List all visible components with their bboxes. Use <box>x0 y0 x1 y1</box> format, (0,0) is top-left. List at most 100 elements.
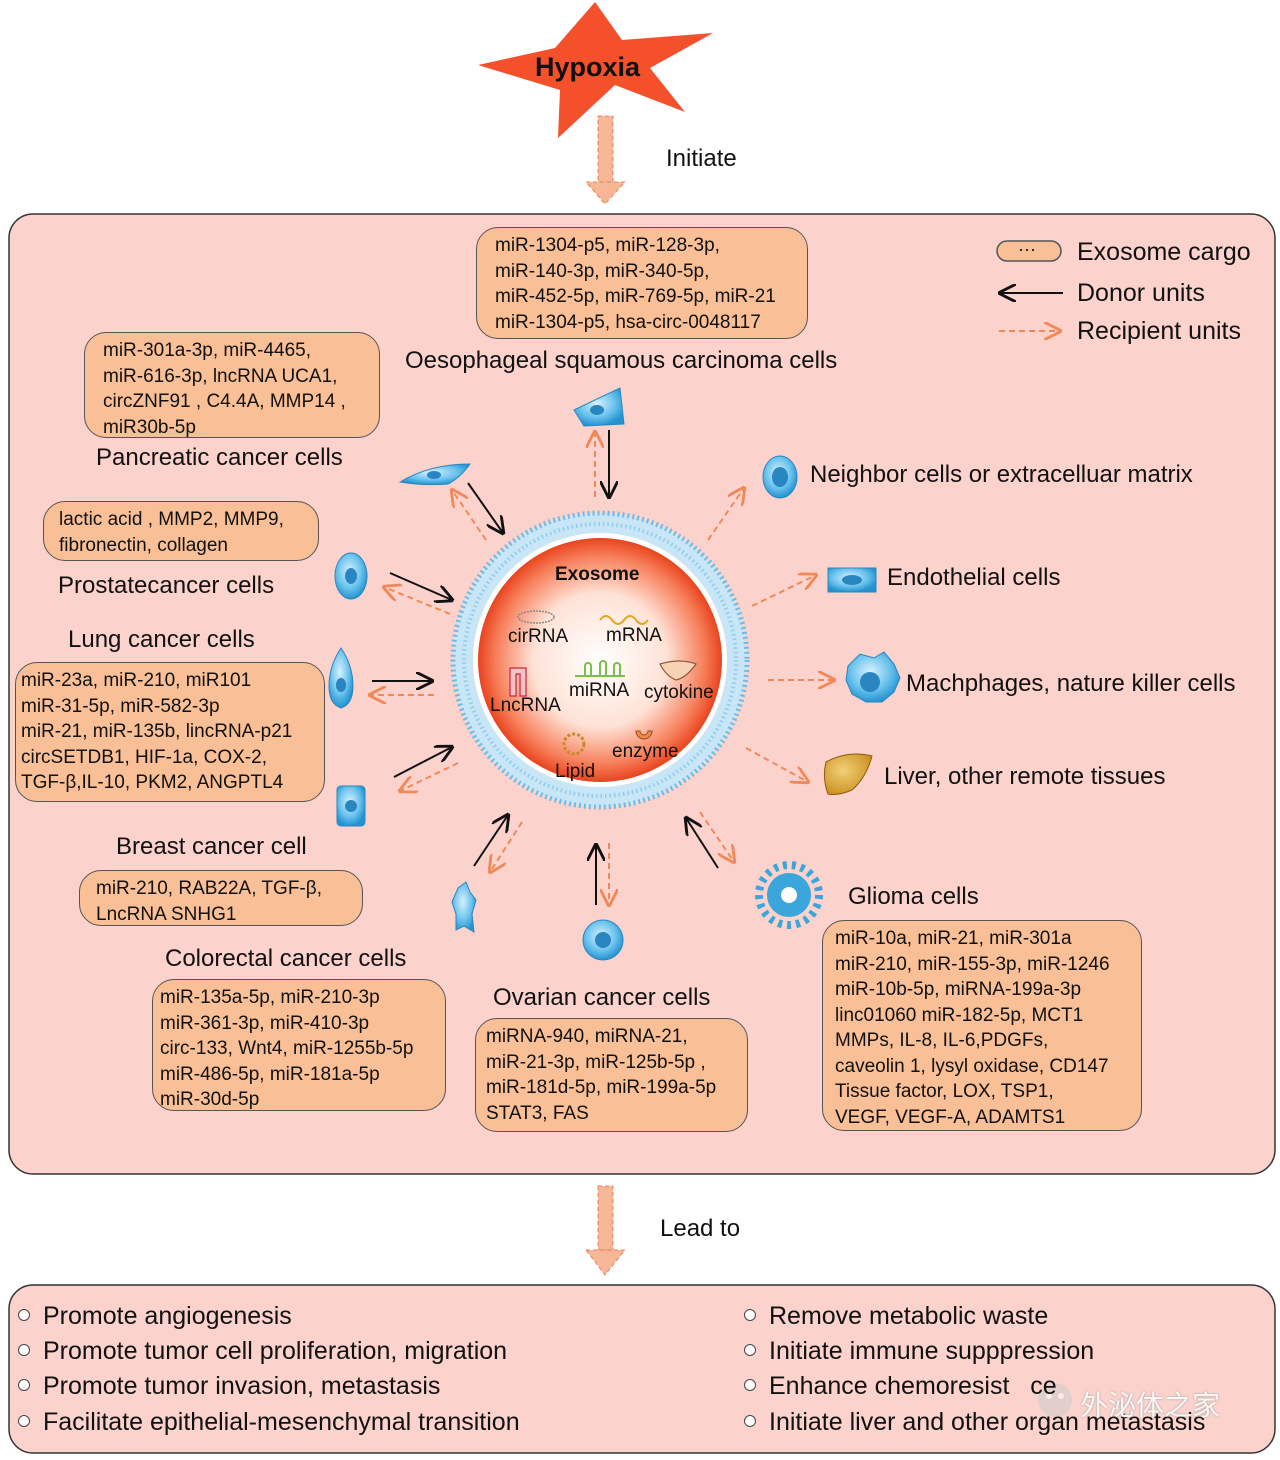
bullet-icon <box>18 1415 30 1428</box>
cytokine-icon <box>659 660 697 681</box>
liver-icon <box>823 753 873 795</box>
mirna-icon <box>575 660 625 677</box>
cargo-line: circZNF91 , C4.4A, MMP14 , <box>103 391 346 412</box>
circrna-icon <box>517 610 555 624</box>
cargo-line: miRNA-940, miRNA-21, <box>486 1026 688 1047</box>
colorectal-cell-icon <box>451 881 477 933</box>
arrow-donor-breast <box>393 747 452 778</box>
outcome-item: Promote tumor invasion, metastasis <box>18 1372 440 1401</box>
glioma-cell-icon <box>755 861 823 929</box>
legend-cargo-dots: ··· <box>1018 239 1036 259</box>
arrow-recipient-pancreatic <box>452 490 487 541</box>
neighbor-label: Neighbor cells or extracelluar matrix <box>810 461 1193 488</box>
outcome-text: Enhance chemoresist ce <box>769 1372 1057 1400</box>
cargo-line: MMPs, IL-8, IL-6,PDGFs, <box>835 1030 1049 1051</box>
outcome-item: Initiate immune supppression <box>744 1337 1094 1366</box>
hypoxia-label: Hypoxia <box>535 52 641 82</box>
legend-recipient-label: Recipient units <box>1077 317 1241 345</box>
outcome-item: Remove metabolic waste <box>744 1302 1048 1331</box>
cargo-line: miR-135a-5p, miR-210-3p <box>160 987 380 1008</box>
outcome-text: Initiate liver and other organ metastasi… <box>769 1408 1206 1436</box>
liver-label: Liver, other remote tissues <box>884 763 1166 790</box>
bullet-icon <box>744 1309 756 1322</box>
bullet-icon <box>18 1344 30 1357</box>
lung-cargo-box: miR-23a, miR-210, miR101 miR-31-5p, miR-… <box>15 662 325 802</box>
cargo-line: miR-210, RAB22A, TGF-β, <box>96 878 322 899</box>
enzyme-label: enzyme <box>612 741 679 762</box>
bullet-icon <box>744 1415 756 1428</box>
legend-cargo-label: Exosome cargo <box>1077 238 1251 266</box>
bullet-icon <box>18 1309 30 1322</box>
cargo-line: circSETDB1, HIF-1a, COX-2, <box>21 746 267 768</box>
breast-label: Breast cancer cell <box>116 833 307 860</box>
lncrna-label: LncRNA <box>490 695 561 716</box>
cargo-line: miR-616-3p, lncRNA UCA1, <box>103 365 338 387</box>
colorectal-cargo-box: miR-135a-5p, miR-210-3p miR-361-3p, miR-… <box>152 979 446 1111</box>
prostate-label: Prostatecancer cells <box>58 572 275 599</box>
macrophage-icon <box>845 651 901 703</box>
cargo-line: Tissue factor, LOX, TSP1, <box>835 1081 1054 1102</box>
cargo-line: caveolin 1, lysyl oxidase, CD147 <box>835 1055 1109 1077</box>
oesophageal-label: Oesophageal squamous carcinoma cells <box>405 347 838 374</box>
cargo-line: miR-10a, miR-21, miR-301a <box>835 928 1072 949</box>
cargo-line: miR-301a-3p, miR-4465, <box>103 340 312 361</box>
arrow-donor-colorectal <box>473 815 508 867</box>
outcome-text: Initiate immune supppression <box>769 1337 1095 1365</box>
arrow-donor-pancreatic <box>467 482 503 533</box>
mirna-label: miRNA <box>569 680 630 701</box>
cargo-line: miR-486-5p, miR-181a-5p <box>160 1063 380 1085</box>
outcome-item: Promote angiogenesis <box>18 1302 292 1331</box>
endothelial-label: Endothelial cells <box>887 564 1061 591</box>
outcome-text: Promote tumor invasion, metastasis <box>43 1372 441 1400</box>
cargo-line: miR-31-5p, miR-582-3p <box>21 695 220 717</box>
exosome <box>450 510 750 810</box>
initiate-arrow <box>584 115 627 205</box>
legend-cargo-symbol <box>996 240 1062 262</box>
bullet-icon <box>18 1379 30 1392</box>
oesophageal-cargo-box: miR-1304-p5, miR-128-3p, miR-140-3p, miR… <box>476 227 808 339</box>
lipid-icon <box>562 732 586 756</box>
cargo-line: miR-10b-5p, miRNA-199a-3p <box>835 979 1082 1000</box>
cargo-line: miR-21-3p, miR-125b-5p , <box>486 1051 706 1073</box>
lncrna-icon <box>509 667 527 697</box>
legend-donor-label: Donor units <box>1077 279 1205 307</box>
prostate-cargo-box: lactic acid , MMP2, MMP9, fibronectin, c… <box>43 501 319 561</box>
arrow-to-endothelial <box>751 575 816 607</box>
arrow-donor-glioma <box>686 818 719 869</box>
glioma-cargo-box: miR-10a, miR-21, miR-301a miR-210, miR-1… <box>822 920 1142 1131</box>
outcome-item: Facilitate epithelial-mesenchymal transi… <box>18 1408 520 1437</box>
arrow-to-liver <box>745 747 808 782</box>
lead-to-arrow <box>584 1185 627 1276</box>
ovarian-label: Ovarian cancer cells <box>493 984 711 1011</box>
breast-cargo-box: miR-210, RAB22A, TGF-β, LncRNA SNHG1 <box>79 870 363 926</box>
lung-label: Lung cancer cells <box>68 626 255 653</box>
lead-to-label: Lead to <box>660 1215 741 1242</box>
outcome-text: Facilitate epithelial-mesenchymal transi… <box>43 1408 520 1436</box>
cargo-line: LncRNA SNHG1 <box>96 903 237 925</box>
cargo-line: STAT3, FAS <box>486 1102 589 1124</box>
cargo-line: miR-1304-p5, miR-128-3p, <box>495 235 720 256</box>
cargo-line: linc01060 miR-182-5p, MCT1 <box>835 1004 1084 1026</box>
colorectal-label: Colorectal cancer cells <box>165 945 407 972</box>
circrna-label: cirRNA <box>508 626 569 647</box>
arrow-to-neighbor <box>707 488 744 541</box>
cargo-line: miR-140-3p, miR-340-5p, <box>495 260 710 282</box>
outcome-text: Remove metabolic waste <box>769 1302 1049 1330</box>
cargo-line: miR-361-3p, miR-410-3p <box>160 1012 370 1034</box>
outcome-text: Promote angiogenesis <box>43 1302 292 1330</box>
cargo-line: miR-452-5p, miR-769-5p, miR-21 <box>495 286 776 307</box>
arrow-recipient-prostate <box>384 587 451 615</box>
ovarian-cargo-box: miRNA-940, miRNA-21, miR-21-3p, miR-125b… <box>475 1018 748 1132</box>
arrow-recipient-breast <box>400 762 459 791</box>
cargo-line: fibronectin, collagen <box>59 534 228 556</box>
macrophage-label: Machphages, nature killer cells <box>906 670 1236 697</box>
cargo-line: miR-21, miR-135b, lincRNA-p21 <box>21 721 293 742</box>
watermark: 外泌体之家 <box>1080 1389 1221 1422</box>
cargo-line: miR-181d-5p, miR-199a-5p <box>486 1077 717 1098</box>
arrow-recipient-glioma <box>699 811 734 862</box>
cytokine-label: cytokine <box>644 682 714 703</box>
cargo-line: miR-1304-p5, hsa-circ-0048117 <box>495 311 761 333</box>
hypoxia-star <box>478 2 713 138</box>
outcome-text: Promote tumor cell proliferation, migrat… <box>43 1337 508 1365</box>
initiate-label: Initiate <box>666 145 737 172</box>
